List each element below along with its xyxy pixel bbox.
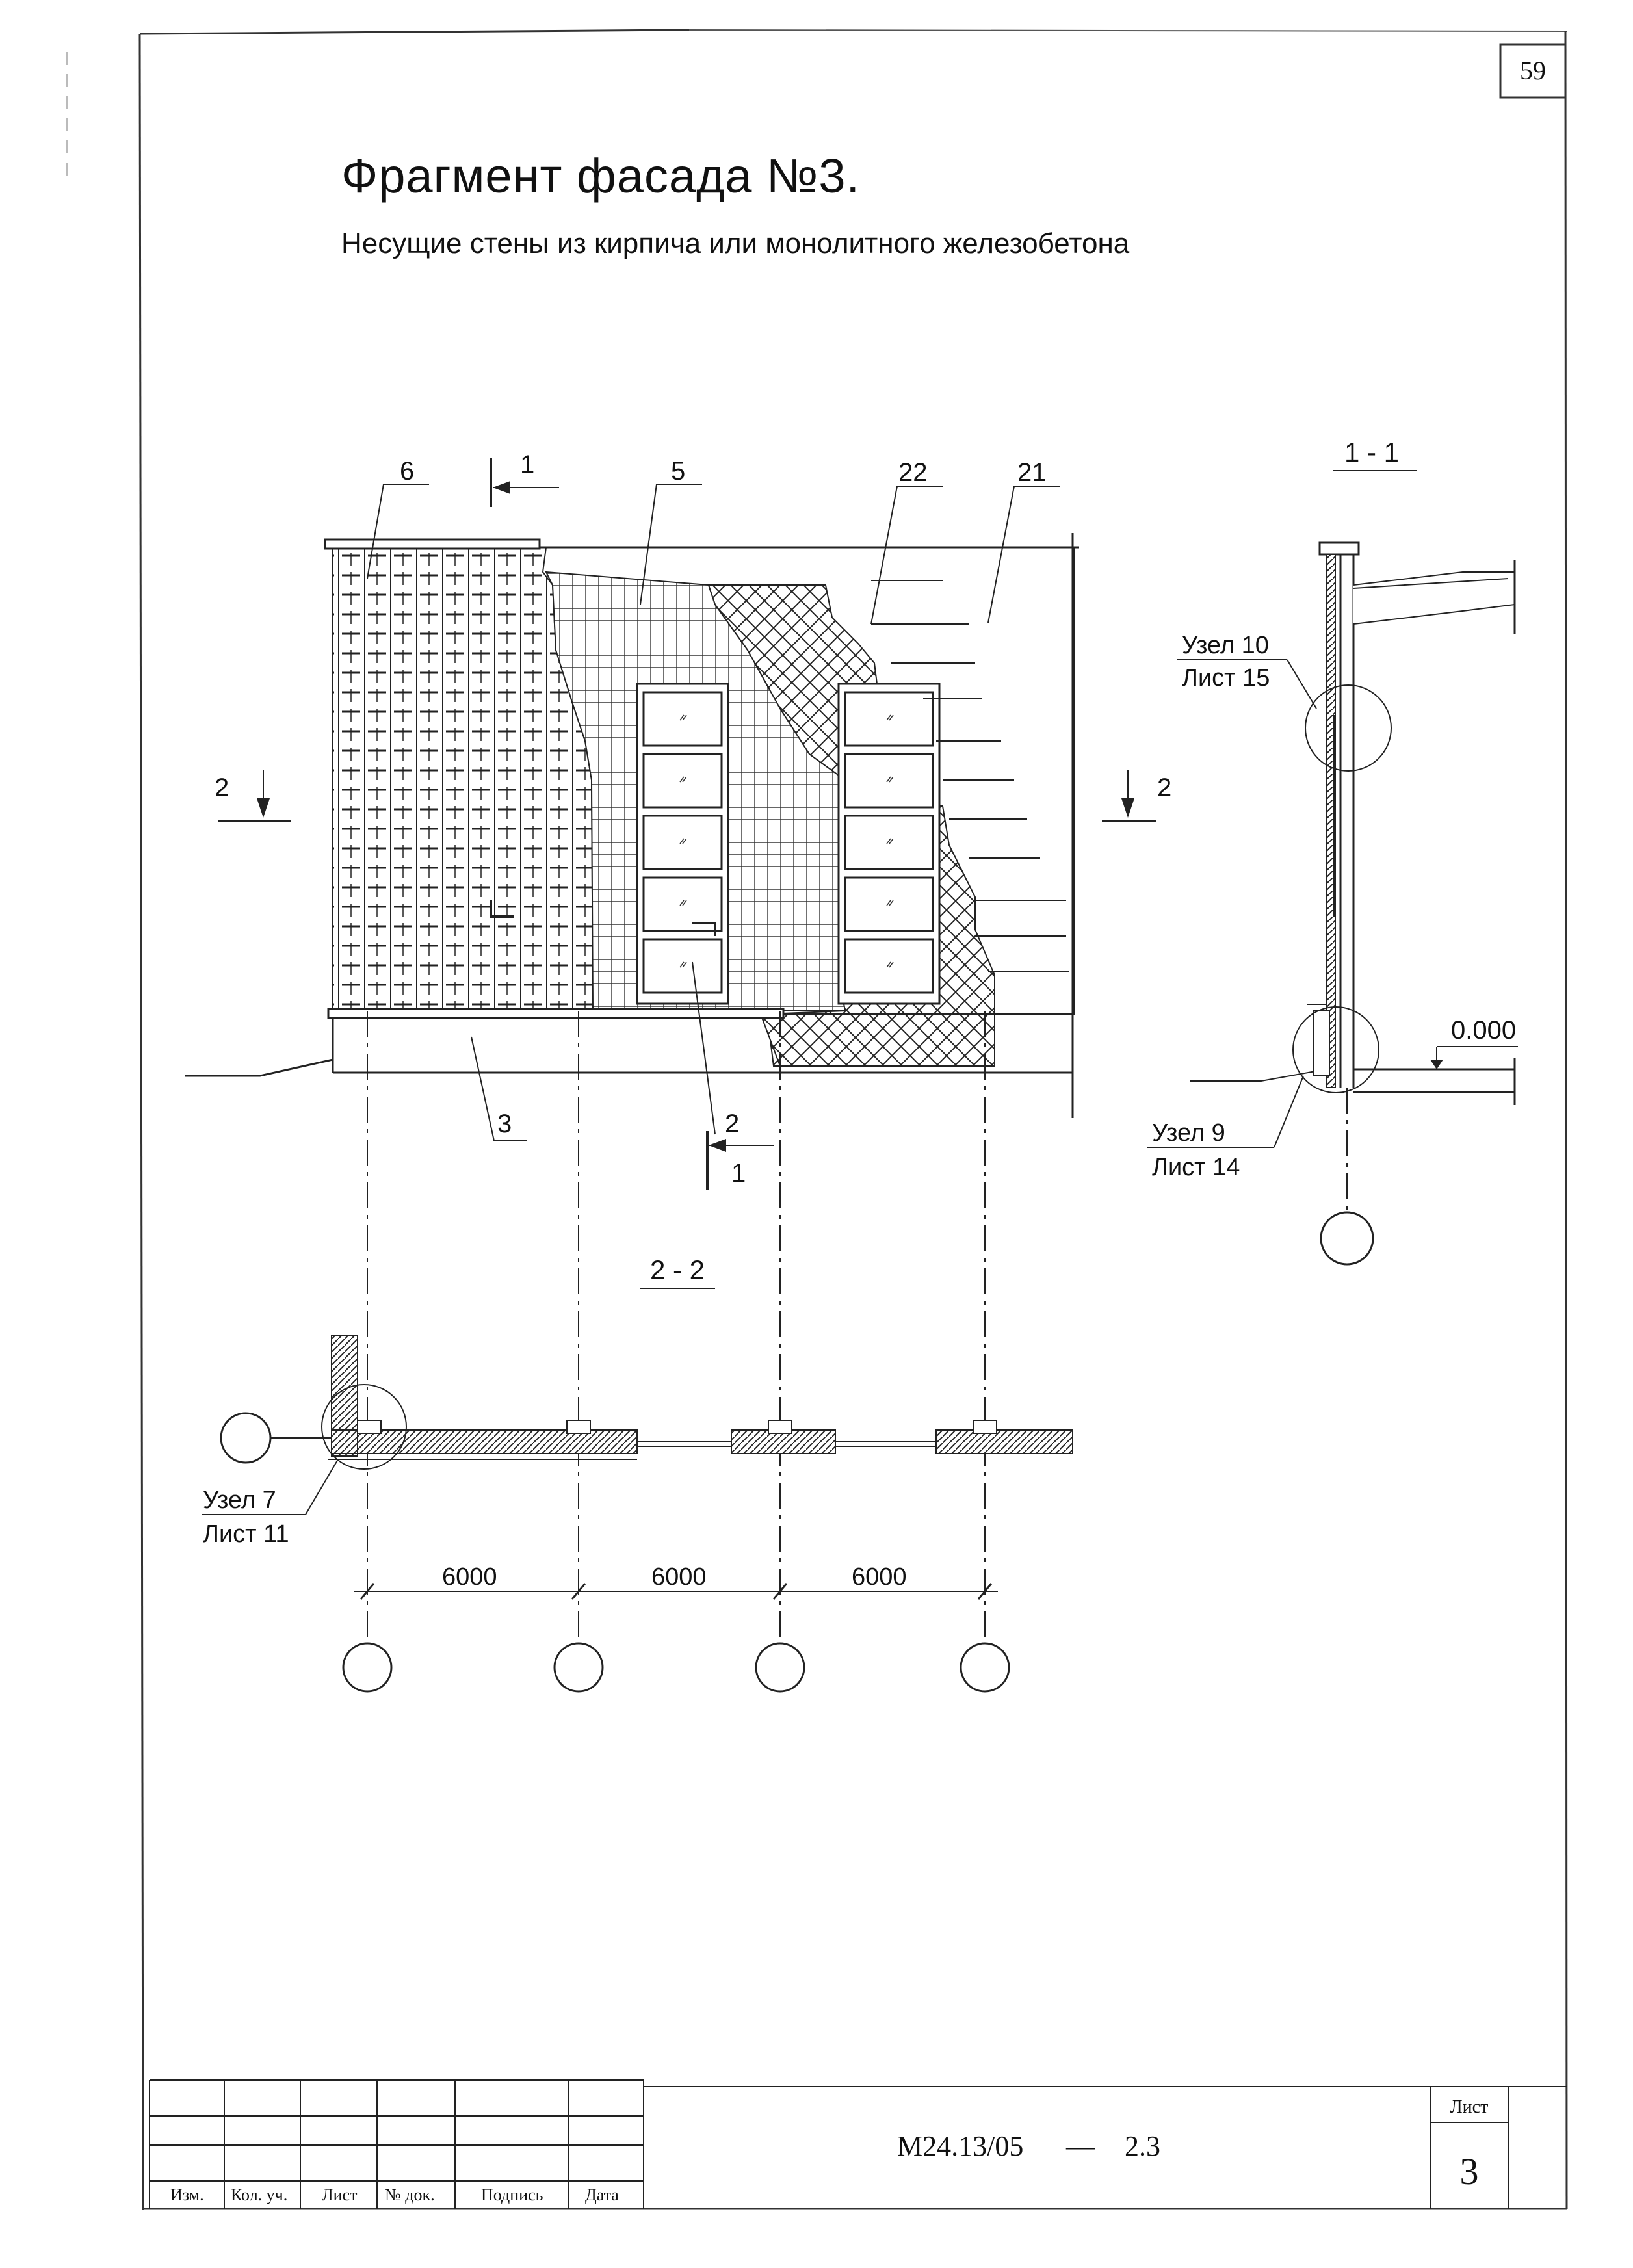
node-9-label: Узел 9: [1152, 1119, 1225, 1147]
level-label: 0.000: [1451, 1016, 1516, 1045]
sheet-number: 3: [1460, 2150, 1479, 2193]
page-title: Фрагмент фасада №3.: [341, 149, 861, 203]
tb-header-kol-uch: Кол. уч.: [231, 2185, 287, 2204]
callout-22: 22: [898, 458, 928, 487]
document-number: 2.3: [1125, 2130, 1160, 2162]
dimension-1: 6000: [442, 1563, 497, 1591]
document-dash: —: [1065, 2130, 1095, 2162]
section-2-left-label: 2: [215, 774, 229, 802]
tb-header-date: Дата: [585, 2185, 619, 2204]
node-10-label: Узел 10: [1182, 632, 1269, 659]
callout-6: 6: [400, 457, 414, 486]
sheet-label: Лист: [1450, 2097, 1489, 2117]
callout-3: 3: [497, 1110, 512, 1138]
callout-5: 5: [671, 457, 685, 486]
tb-header-list: Лист: [322, 2185, 357, 2204]
tb-header-izm: Изм.: [170, 2185, 204, 2204]
section-2-right-label: 2: [1157, 774, 1171, 802]
section-1-1-label: 1 - 1: [1344, 437, 1399, 467]
title-block: Изм. Кол. уч. Лист № док. Подпись Дата М…: [149, 2079, 1567, 2209]
page-subtitle: Несущие стены из кирпича или монолитного…: [341, 228, 1130, 259]
section-1-top-label: 1: [520, 450, 534, 479]
section-1-1: 1 - 1 0.000: [1147, 437, 1518, 1266]
sheet-15-label: Лист 15: [1182, 664, 1270, 692]
section-2-2: 2 - 2 Узел 7 Лист 11: [202, 1255, 1073, 1693]
facade-elevation: 6 5 22 21 3 1 2: [185, 450, 1171, 1651]
node-7-label: Узел 7: [203, 1487, 276, 1514]
dimension-3: 6000: [852, 1563, 907, 1591]
section-2-2-label: 2 - 2: [650, 1255, 705, 1285]
tb-header-doc-no: № док.: [385, 2185, 435, 2204]
sheet-frame: [66, 29, 1568, 2211]
sheet-11-label: Лист 11: [203, 1520, 289, 1548]
tb-header-signature: Подпись: [481, 2185, 543, 2204]
sheet-14-label: Лист 14: [1152, 1154, 1240, 1181]
section-1-bottom-label: 1: [731, 1159, 746, 1188]
page-number: 59: [1520, 56, 1546, 85]
dimension-2: 6000: [651, 1563, 707, 1591]
page-number-box: 59: [1499, 43, 1567, 99]
callout-21: 21: [1017, 458, 1047, 487]
section-2-bottom-label: 2: [725, 1110, 739, 1138]
document-code: М24.13/05: [897, 2130, 1023, 2162]
